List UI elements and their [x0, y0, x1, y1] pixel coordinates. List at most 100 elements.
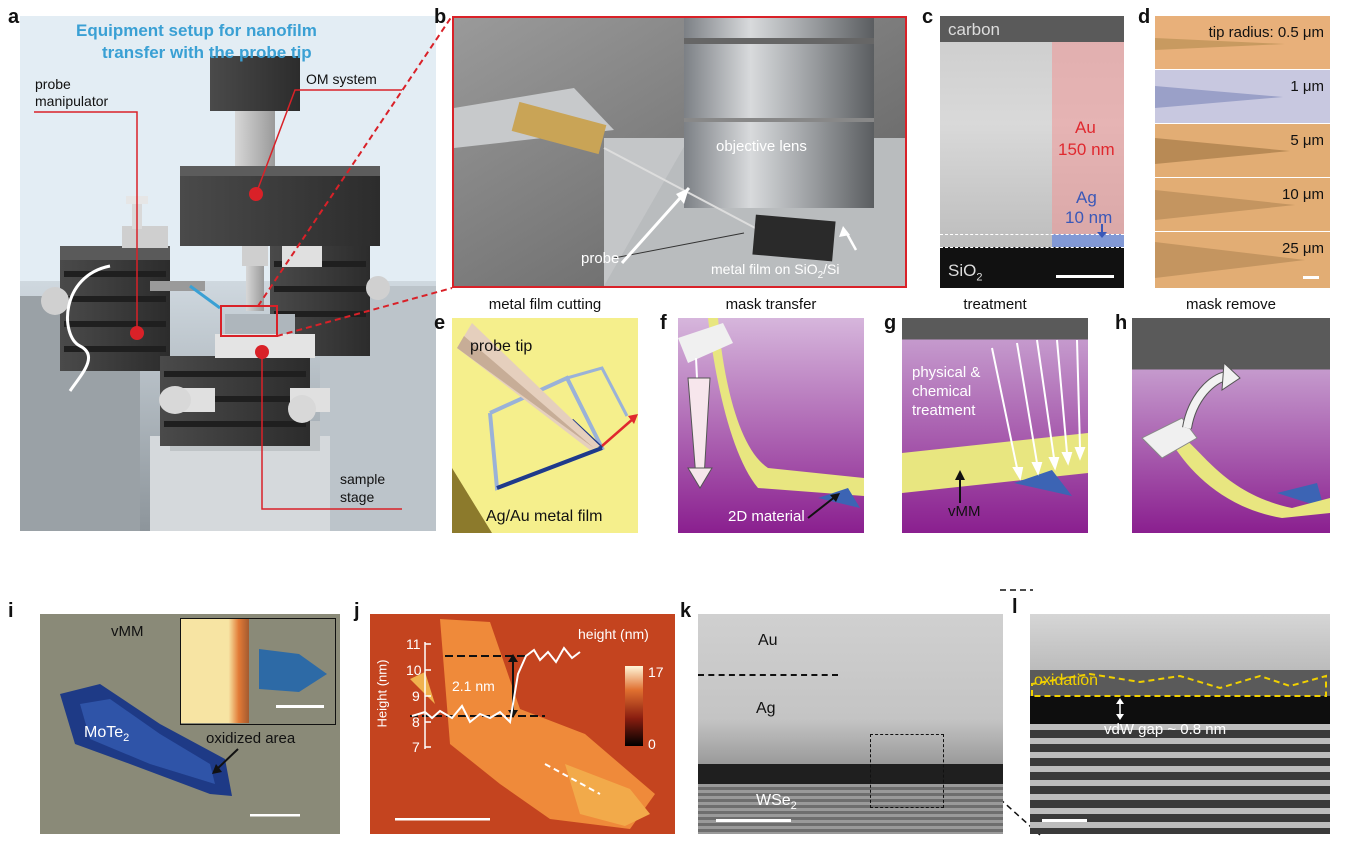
panel-label-b: b — [434, 6, 447, 28]
label-wse2-k: WSe2 — [756, 792, 797, 813]
label-probe-tip: probe tip — [470, 338, 533, 355]
k-interface — [698, 764, 1003, 784]
title-g: treatment — [963, 296, 1027, 313]
label-metal-film: metal film on SiO2/Si — [711, 261, 840, 281]
panel-k-tem: Au Ag WSe2 — [698, 614, 1003, 834]
afm-map — [370, 614, 675, 834]
panel-label-a: a — [8, 6, 20, 28]
l-gap — [1030, 696, 1330, 724]
tip-radius-label-4: 10 μm — [1282, 186, 1324, 203]
panel-h-remove — [1132, 318, 1330, 533]
objective-photo — [454, 18, 905, 286]
label-treatment-2: chemical — [912, 383, 972, 400]
panel-label-c: c — [922, 6, 934, 28]
mote2-flake — [60, 684, 300, 817]
label-ag: Ag — [1076, 188, 1097, 207]
label-sample-stage-2: stage — [340, 489, 375, 505]
scale-bar — [1056, 275, 1114, 278]
label-om-system: OM system — [306, 71, 377, 87]
remove-diagram — [1141, 361, 1330, 518]
label-vmm-g: vMM — [948, 503, 981, 520]
panel-label-e: e — [434, 312, 446, 334]
inset-scale-bar — [276, 705, 324, 708]
inset-flake — [259, 649, 327, 692]
panel-i-optical: vMM MoTe2 oxidized area — [40, 614, 340, 834]
label-2d-material: 2D material — [728, 508, 805, 525]
ag-overlay — [1052, 234, 1124, 247]
panel-l-hrtem: oxidation vdW gap ~ 0.8 nm — [1030, 614, 1330, 834]
panel-label-j: j — [354, 600, 360, 622]
interface-dash-1 — [940, 234, 1124, 235]
carbon-layer — [940, 16, 1124, 42]
label-oxidized-area: oxidized area — [206, 730, 296, 747]
panel-j-afm: height (nm) Height (nm) 11 10 9 8 7 2.1 … — [370, 614, 675, 834]
tick-10: 10 — [406, 662, 422, 678]
k-wse2-lattice — [698, 784, 1003, 834]
inset-vmm-edge — [181, 619, 249, 723]
label-vdw-gap: vdW gap ~ 0.8 nm — [1104, 721, 1227, 738]
panel-e-cutting: probe tip Ag/Au metal film — [452, 318, 638, 533]
label-step-height: 2.1 nm — [452, 678, 495, 694]
equipment-render — [20, 16, 436, 531]
label-treatment-1: physical & — [912, 364, 981, 381]
panel-label-f: f — [660, 312, 667, 334]
label-cbar-max: 17 — [648, 664, 664, 680]
panel-g-treatment: physical & chemical treatment vMM — [902, 318, 1088, 533]
sio2-layer — [940, 247, 1124, 288]
label-cbar-min: 0 — [648, 736, 656, 752]
tip-radius-label-2: 1 μm — [1290, 78, 1324, 95]
label-sample-stage-1: sample — [340, 471, 386, 487]
interface-dash-2 — [940, 247, 1124, 248]
k-au-ag-dash — [698, 674, 838, 676]
ag-arrow-icon — [1097, 224, 1107, 238]
label-sio2: SiO2 — [948, 261, 983, 284]
label-carbon: carbon — [948, 20, 1000, 39]
label-au: Au — [1075, 118, 1096, 137]
panel-a-setup-render: Equipment setup for nanofilm transfer wi… — [20, 16, 436, 531]
label-au-thickness: 150 nm — [1058, 140, 1115, 159]
label-probe-manipulator-1: probe — [35, 76, 71, 92]
tick-9: 9 — [412, 688, 420, 704]
au-overlay — [1052, 42, 1124, 234]
oxidation-outline — [1031, 672, 1327, 720]
treatment-diagram — [902, 339, 1088, 503]
panel-b-photo: objective lens probe metal film on SiO2/… — [452, 16, 907, 288]
tip-strip-3: 5 μm — [1155, 124, 1330, 178]
label-height-axis: Height (nm) — [374, 659, 390, 728]
title-f: mask transfer — [725, 296, 817, 313]
tip-radius-label-5: 25 μm — [1282, 240, 1324, 257]
tip-radius-label-1: tip radius: 0.5 μm — [1208, 24, 1324, 41]
transfer-diagram — [678, 318, 864, 519]
panel-label-l: l — [1012, 596, 1018, 618]
k-top-layer — [698, 614, 1003, 764]
tick-7: 7 — [412, 739, 420, 755]
tip-strip-4: 10 μm — [1155, 178, 1330, 232]
tip-radius-label-3: 5 μm — [1290, 132, 1324, 149]
label-vmm-i: vMM — [111, 623, 144, 640]
tick-11: 11 — [406, 636, 421, 652]
panel-label-g: g — [884, 312, 897, 334]
tip-strip-1: tip radius: 0.5 μm — [1155, 16, 1330, 70]
tip-strip-2: 1 μm — [1155, 70, 1330, 124]
label-oxidation: oxidation — [1034, 672, 1099, 689]
panel-label-h: h — [1115, 312, 1128, 334]
l-scale-bar — [1042, 819, 1087, 822]
tip-scale-bar — [1303, 276, 1319, 279]
label-ag-k: Ag — [756, 700, 776, 717]
panel-c-tem: carbon Au 150 nm Ag 10 nm SiO2 — [940, 16, 1124, 288]
label-probe-manipulator-2: manipulator — [35, 93, 109, 109]
k-zoom-box — [870, 734, 944, 808]
inset-vmm: vMM — [111, 618, 336, 725]
label-objective-lens: objective lens — [716, 138, 807, 155]
label-probe: probe — [581, 250, 620, 267]
panel-a-title-line2: transfer with the probe tip — [102, 43, 312, 62]
panel-f-transfer: 2D material — [678, 318, 864, 533]
panel-a-title-line1: Equipment setup for nanofilm — [76, 21, 317, 40]
panel-label-i: i — [8, 600, 14, 622]
l-oxidation-layer — [1030, 670, 1330, 696]
label-treatment-3: treatment — [912, 402, 976, 419]
k-scale-bar — [716, 819, 791, 822]
title-e: metal film cutting — [488, 296, 602, 313]
label-mote2: MoTe2 — [84, 724, 130, 745]
panel-label-d: d — [1138, 6, 1151, 28]
